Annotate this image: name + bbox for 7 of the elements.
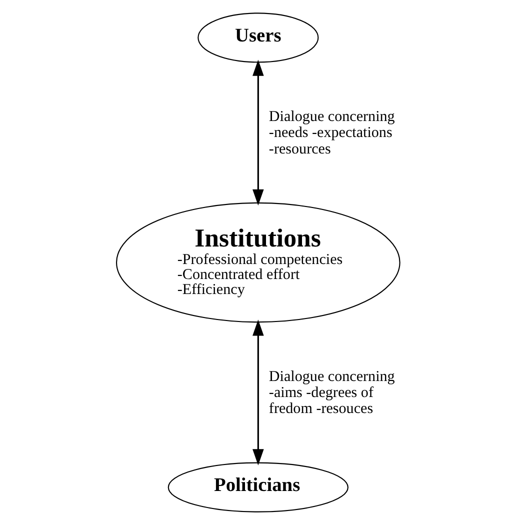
node-ellipse: Politicians	[168, 462, 348, 512]
node-ellipse: Users	[198, 12, 319, 62]
edge-label: Dialogue concerning -needs -expectations -resources	[268, 108, 395, 157]
arrow	[252, 319, 264, 465]
arrow	[252, 59, 264, 206]
edge-label: Dialogue concerning -aims -degrees of fredom -resouces	[268, 368, 395, 417]
node-ellipse: Institutions -Professional competencies -Concentrated effort -Efficiency	[116, 202, 400, 322]
